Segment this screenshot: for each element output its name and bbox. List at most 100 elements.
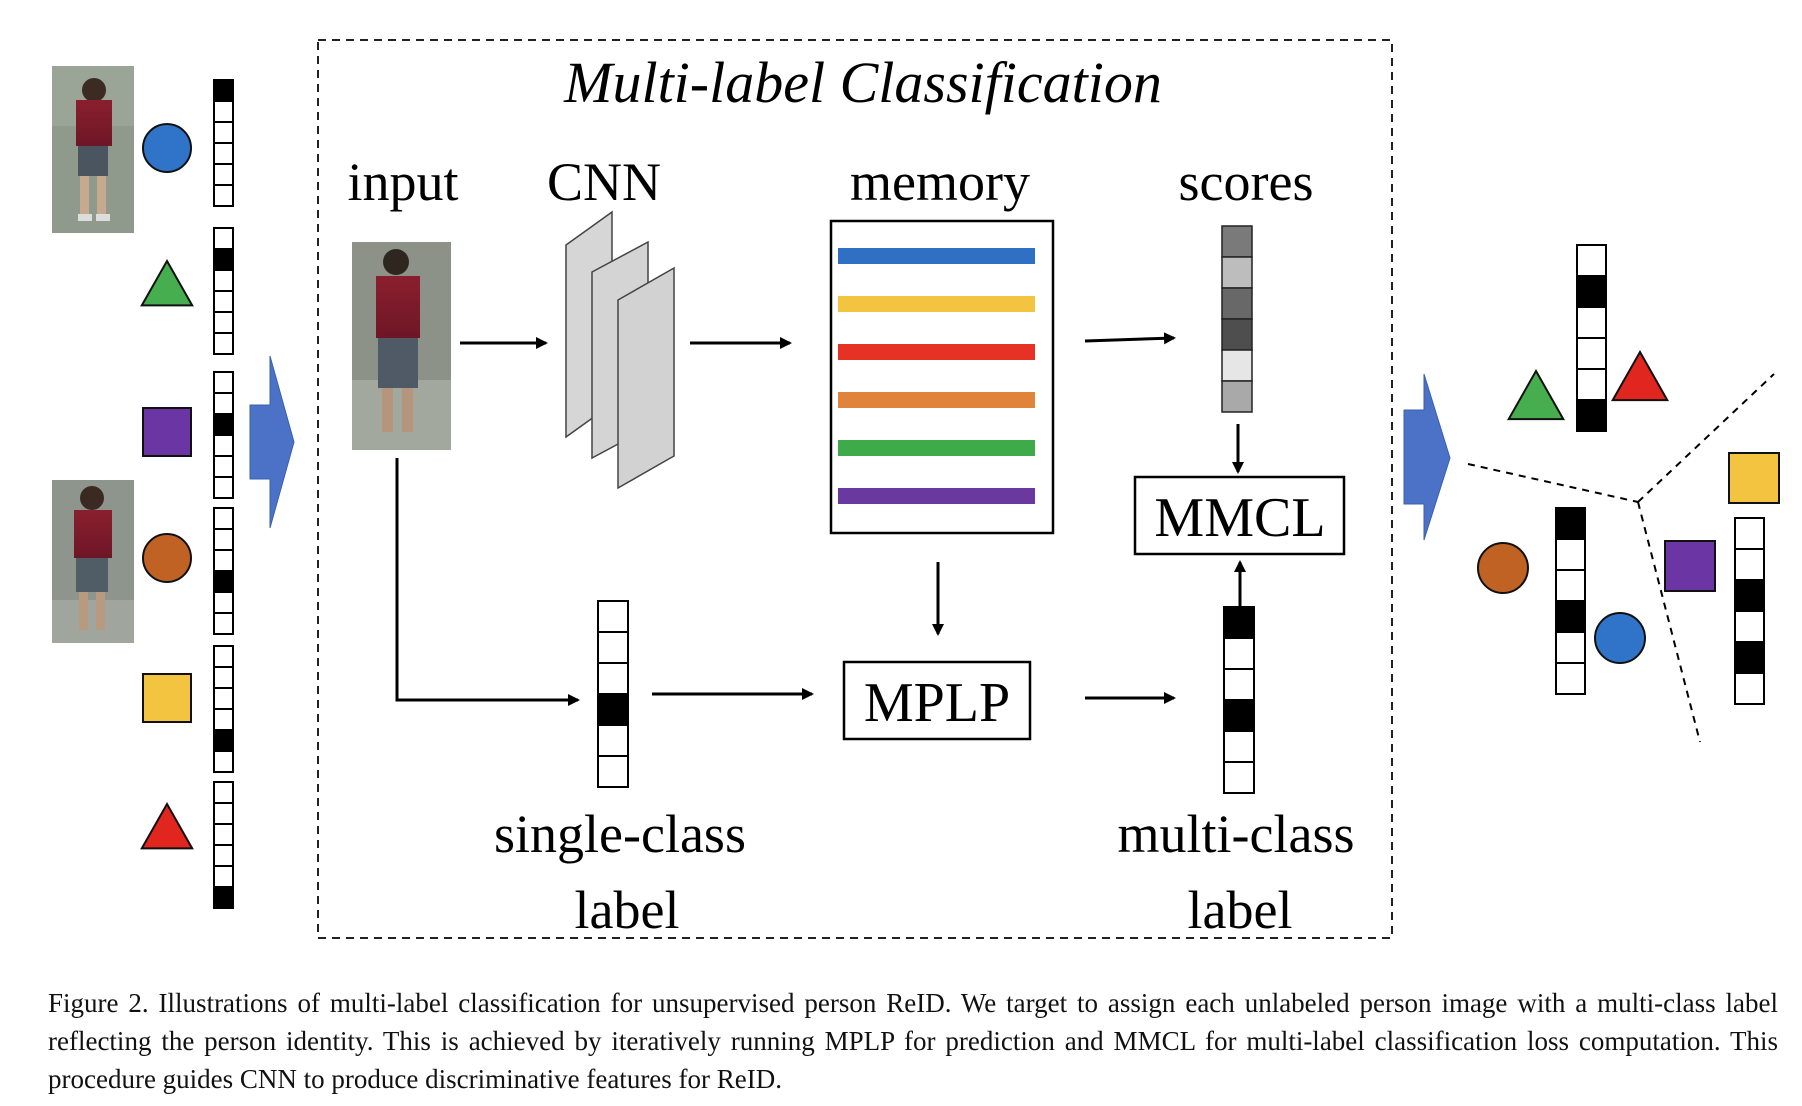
onehot-vector-1-cell — [213, 163, 234, 186]
multi-class-vector — [1223, 606, 1255, 794]
onehot-vector-4-cell — [213, 528, 234, 551]
onehot-vector-6-cell — [213, 823, 234, 846]
mplp-box: MPLP — [842, 660, 1032, 741]
cluster-vector-1-cell — [1576, 368, 1607, 401]
onehot-vector-5-cell — [213, 687, 234, 710]
onehot-vector-4-cell — [213, 507, 234, 530]
onehot-vector-1-cell — [213, 100, 234, 123]
flow-arrows — [395, 332, 1246, 706]
cluster-vector-1-cell — [1576, 244, 1607, 277]
cluster-vector-1-cell — [1576, 275, 1607, 308]
big-arrow-left — [249, 355, 295, 529]
label-single-class-line2: label — [575, 880, 680, 940]
single-class-cell — [597, 755, 629, 788]
onehot-vector-6-cell — [213, 781, 234, 804]
mmcl-box: MMCL — [1133, 475, 1346, 556]
person-photo-2 — [52, 480, 134, 643]
memory-bar-6 — [838, 488, 1035, 504]
blue-circle-icon — [142, 123, 192, 173]
multi-class-cell — [1223, 606, 1255, 639]
label-cnn: CNN — [547, 152, 661, 212]
onehot-vector-5-cell — [213, 708, 234, 731]
cluster-vector-1-cell — [1576, 337, 1607, 370]
cluster-vector-1 — [1576, 244, 1607, 432]
cluster-vector-1-cell — [1576, 306, 1607, 339]
single-class-cell — [597, 631, 629, 664]
classification-frame — [317, 39, 1393, 939]
multi-class-cell — [1223, 761, 1255, 794]
onehot-vector-5-cell — [213, 729, 234, 752]
single-class — [597, 600, 629, 788]
score-cell-2 — [1221, 256, 1253, 289]
cluster-vector-2-cell — [1555, 569, 1586, 602]
cluster-green-triangle-icon — [1506, 368, 1566, 421]
label-multi-class-line2: label — [1188, 880, 1293, 940]
scores-vector — [1221, 225, 1253, 413]
score-cell-4 — [1221, 318, 1253, 351]
cluster-vector-3-cell — [1734, 641, 1765, 674]
arrow-memory-to-scores — [1084, 332, 1176, 345]
score-cell-6 — [1221, 380, 1253, 413]
cluster-boundaries — [1467, 373, 1775, 743]
purple-square-icon — [142, 407, 192, 457]
onehot-vector-3-cell — [213, 476, 234, 499]
memory-bar-5 — [838, 440, 1035, 456]
multi-class-cell — [1223, 668, 1255, 701]
mmcl-label: MMCL — [1154, 487, 1325, 549]
onehot-vector-3-cell — [213, 455, 234, 478]
label-multi-class-line1: multi-class — [1118, 804, 1355, 864]
memory-bar-3 — [838, 344, 1035, 360]
onehot-vector-2-cell — [213, 311, 234, 334]
multi-label-classification-diagram: Multi-label Classification input CNN mem… — [52, 39, 1780, 940]
onehot-vector-1 — [213, 79, 234, 207]
figure-caption: Figure 2. Illustrations of multi-label c… — [48, 988, 1778, 1094]
onehot-vector-2-cell — [213, 227, 234, 250]
cluster-purple-square-icon — [1664, 540, 1716, 592]
cluster-orange-circle-icon — [1477, 542, 1529, 594]
green-triangle-icon — [140, 258, 194, 307]
onehot-vector-2-cell — [213, 332, 234, 355]
memory-feature-bars — [838, 248, 1035, 504]
single-class-cell — [597, 600, 629, 633]
cluster-vector-3-cell — [1734, 517, 1765, 550]
onehot-vector-3-cell — [213, 434, 234, 457]
score-cell-3 — [1221, 287, 1253, 320]
cluster-vector-1-cell — [1576, 399, 1607, 432]
cluster-yellow-square-icon — [1728, 452, 1780, 504]
cluster-vector-2-cell — [1555, 631, 1586, 664]
onehot-vector-4 — [213, 507, 234, 635]
onehot-vector-4-cell — [213, 570, 234, 593]
single-class-cell — [597, 724, 629, 757]
onehot-vector-5-cell — [213, 645, 234, 668]
onehot-vector-1-cell — [213, 121, 234, 144]
label-single-class-line1: single-class — [494, 804, 746, 864]
onehot-vector-3 — [213, 371, 234, 499]
mplp-label: MPLP — [864, 672, 1010, 734]
memory-box — [829, 219, 1055, 535]
onehot-vector-4-cell — [213, 612, 234, 635]
onehot-vector-6 — [213, 781, 234, 909]
onehot-vector-1-cell — [213, 184, 234, 207]
cluster-vector-2-cell — [1555, 538, 1586, 571]
label-input: input — [347, 152, 458, 212]
red-triangle-icon — [140, 801, 194, 850]
multi-class-cell — [1223, 730, 1255, 763]
onehot-vector-5-cell — [213, 750, 234, 773]
onehot-vector-1-cell — [213, 79, 234, 102]
cluster-red-triangle-icon — [1610, 349, 1670, 402]
single-class-vector — [597, 600, 629, 788]
label-scores: scores — [1179, 152, 1314, 212]
yellow-square-icon — [142, 673, 192, 723]
onehot-vector-6-cell — [213, 844, 234, 867]
single-class-cell — [597, 662, 629, 695]
multi-class-cell — [1223, 637, 1255, 670]
memory-bar-1 — [838, 248, 1035, 264]
onehot-vector-6-cell — [213, 865, 234, 888]
onehot-vector-3-cell — [213, 392, 234, 415]
person-photo-1 — [52, 66, 134, 233]
cluster-vector-2 — [1555, 507, 1586, 695]
single-class-cell — [597, 693, 629, 726]
onehot-vector-4-cell — [213, 591, 234, 614]
onehot-vector-6-cell — [213, 886, 234, 909]
left-sample-list — [140, 79, 234, 909]
